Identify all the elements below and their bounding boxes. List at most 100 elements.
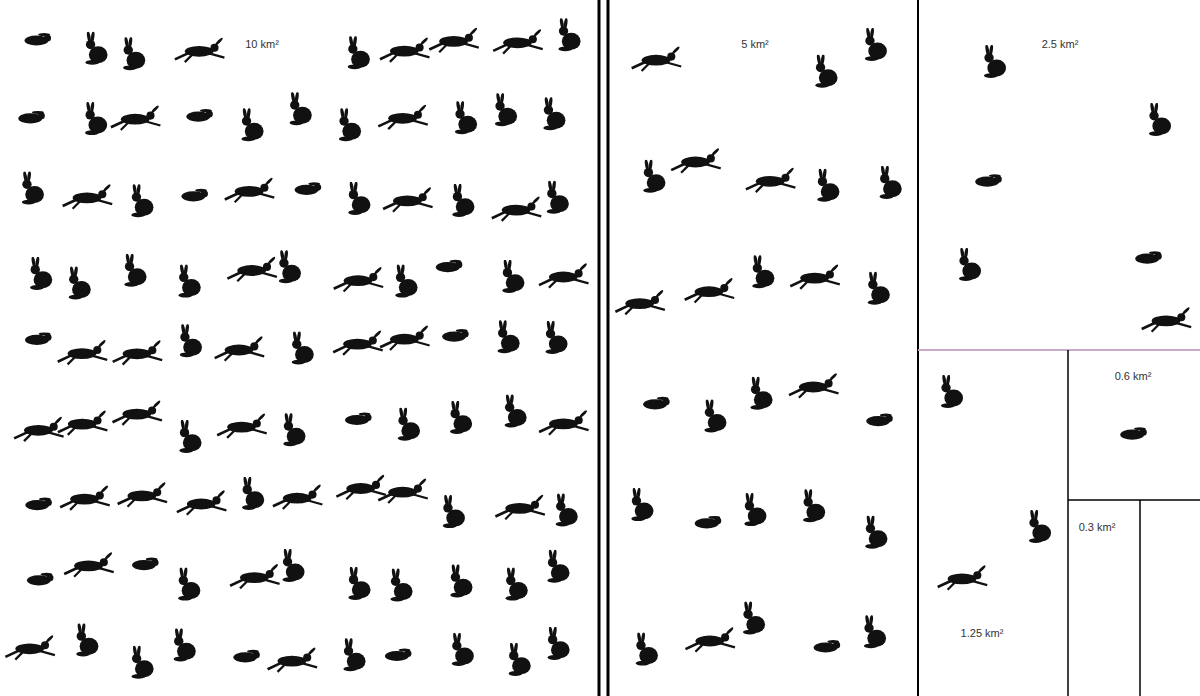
hare	[750, 376, 772, 410]
hare	[85, 31, 107, 65]
hare	[175, 37, 225, 62]
hare	[242, 476, 264, 510]
hare	[233, 650, 260, 663]
hare	[502, 259, 524, 293]
hare	[378, 478, 428, 503]
hare	[545, 320, 567, 354]
hare	[180, 324, 202, 358]
area-label: 0.6 km²	[1113, 370, 1154, 383]
hare	[492, 196, 541, 221]
hare	[817, 168, 839, 202]
hare	[814, 640, 841, 653]
hare	[22, 171, 44, 205]
hare	[385, 649, 412, 662]
hare	[975, 174, 1002, 187]
hare	[506, 567, 528, 601]
hare	[866, 414, 893, 427]
hare	[131, 184, 153, 218]
hare	[27, 573, 54, 586]
hare	[493, 28, 543, 53]
hare	[744, 492, 766, 526]
hare	[395, 264, 417, 298]
hare	[686, 627, 736, 652]
hare	[455, 101, 477, 135]
hare	[558, 18, 580, 52]
hare	[1029, 509, 1051, 543]
hare	[1120, 427, 1147, 440]
hare	[1142, 306, 1192, 331]
hare	[177, 490, 227, 515]
hare	[443, 494, 465, 528]
hare	[505, 394, 527, 428]
hare	[118, 481, 168, 506]
hare	[334, 266, 384, 291]
hare	[498, 320, 520, 354]
hare	[290, 92, 312, 126]
hare	[539, 263, 589, 288]
hare	[752, 255, 774, 289]
hare	[815, 54, 837, 88]
hare	[60, 485, 109, 510]
area-label: 10 km²	[243, 38, 281, 51]
hare	[132, 558, 159, 571]
hare	[880, 165, 902, 199]
hare	[390, 568, 412, 602]
hare	[241, 108, 263, 142]
hare	[18, 111, 45, 124]
hare	[959, 247, 981, 281]
hare	[348, 36, 370, 70]
hare	[25, 498, 52, 511]
hare	[984, 44, 1006, 78]
hare	[743, 601, 765, 635]
hare	[746, 167, 796, 192]
hare	[790, 264, 840, 289]
hare	[178, 567, 200, 601]
hare	[442, 329, 469, 342]
hare	[1135, 251, 1162, 264]
habitat-area: 0.6 km²	[1069, 351, 1200, 499]
hare	[685, 277, 735, 302]
hare	[333, 330, 383, 355]
habitat-area: 2.5 km²	[919, 0, 1200, 349]
hare	[174, 628, 196, 662]
hare	[179, 264, 201, 298]
hare	[380, 37, 430, 62]
hare	[14, 416, 64, 441]
habitat-area: 5 km²	[610, 0, 917, 696]
hare	[803, 489, 825, 523]
hare	[113, 400, 163, 425]
hare	[631, 487, 653, 521]
hare	[636, 632, 658, 666]
hare	[495, 494, 545, 519]
hare	[63, 183, 112, 208]
hare	[343, 638, 365, 672]
hare	[378, 104, 428, 129]
hare	[941, 374, 963, 408]
hare	[217, 413, 267, 438]
hare	[215, 336, 265, 361]
hare	[339, 108, 361, 142]
hare	[186, 109, 213, 122]
hare	[865, 515, 887, 549]
hare	[181, 189, 208, 202]
region-borders	[599, 0, 1200, 696]
hare	[58, 410, 108, 435]
hare	[865, 27, 887, 61]
hare	[615, 289, 665, 314]
area-label: 1.25 km²	[959, 627, 1006, 640]
hare	[450, 400, 472, 434]
hare	[30, 256, 52, 290]
hare	[336, 474, 386, 499]
habitat-area: 0.3 km²	[1069, 501, 1139, 696]
hare	[268, 647, 318, 672]
hare	[429, 27, 479, 52]
hare	[348, 181, 370, 215]
hare	[450, 564, 472, 598]
hare	[452, 183, 474, 217]
hare	[495, 93, 517, 127]
hare	[273, 484, 323, 509]
hare	[643, 397, 670, 410]
hare	[938, 564, 988, 589]
hare	[123, 37, 145, 71]
hare	[864, 615, 886, 649]
